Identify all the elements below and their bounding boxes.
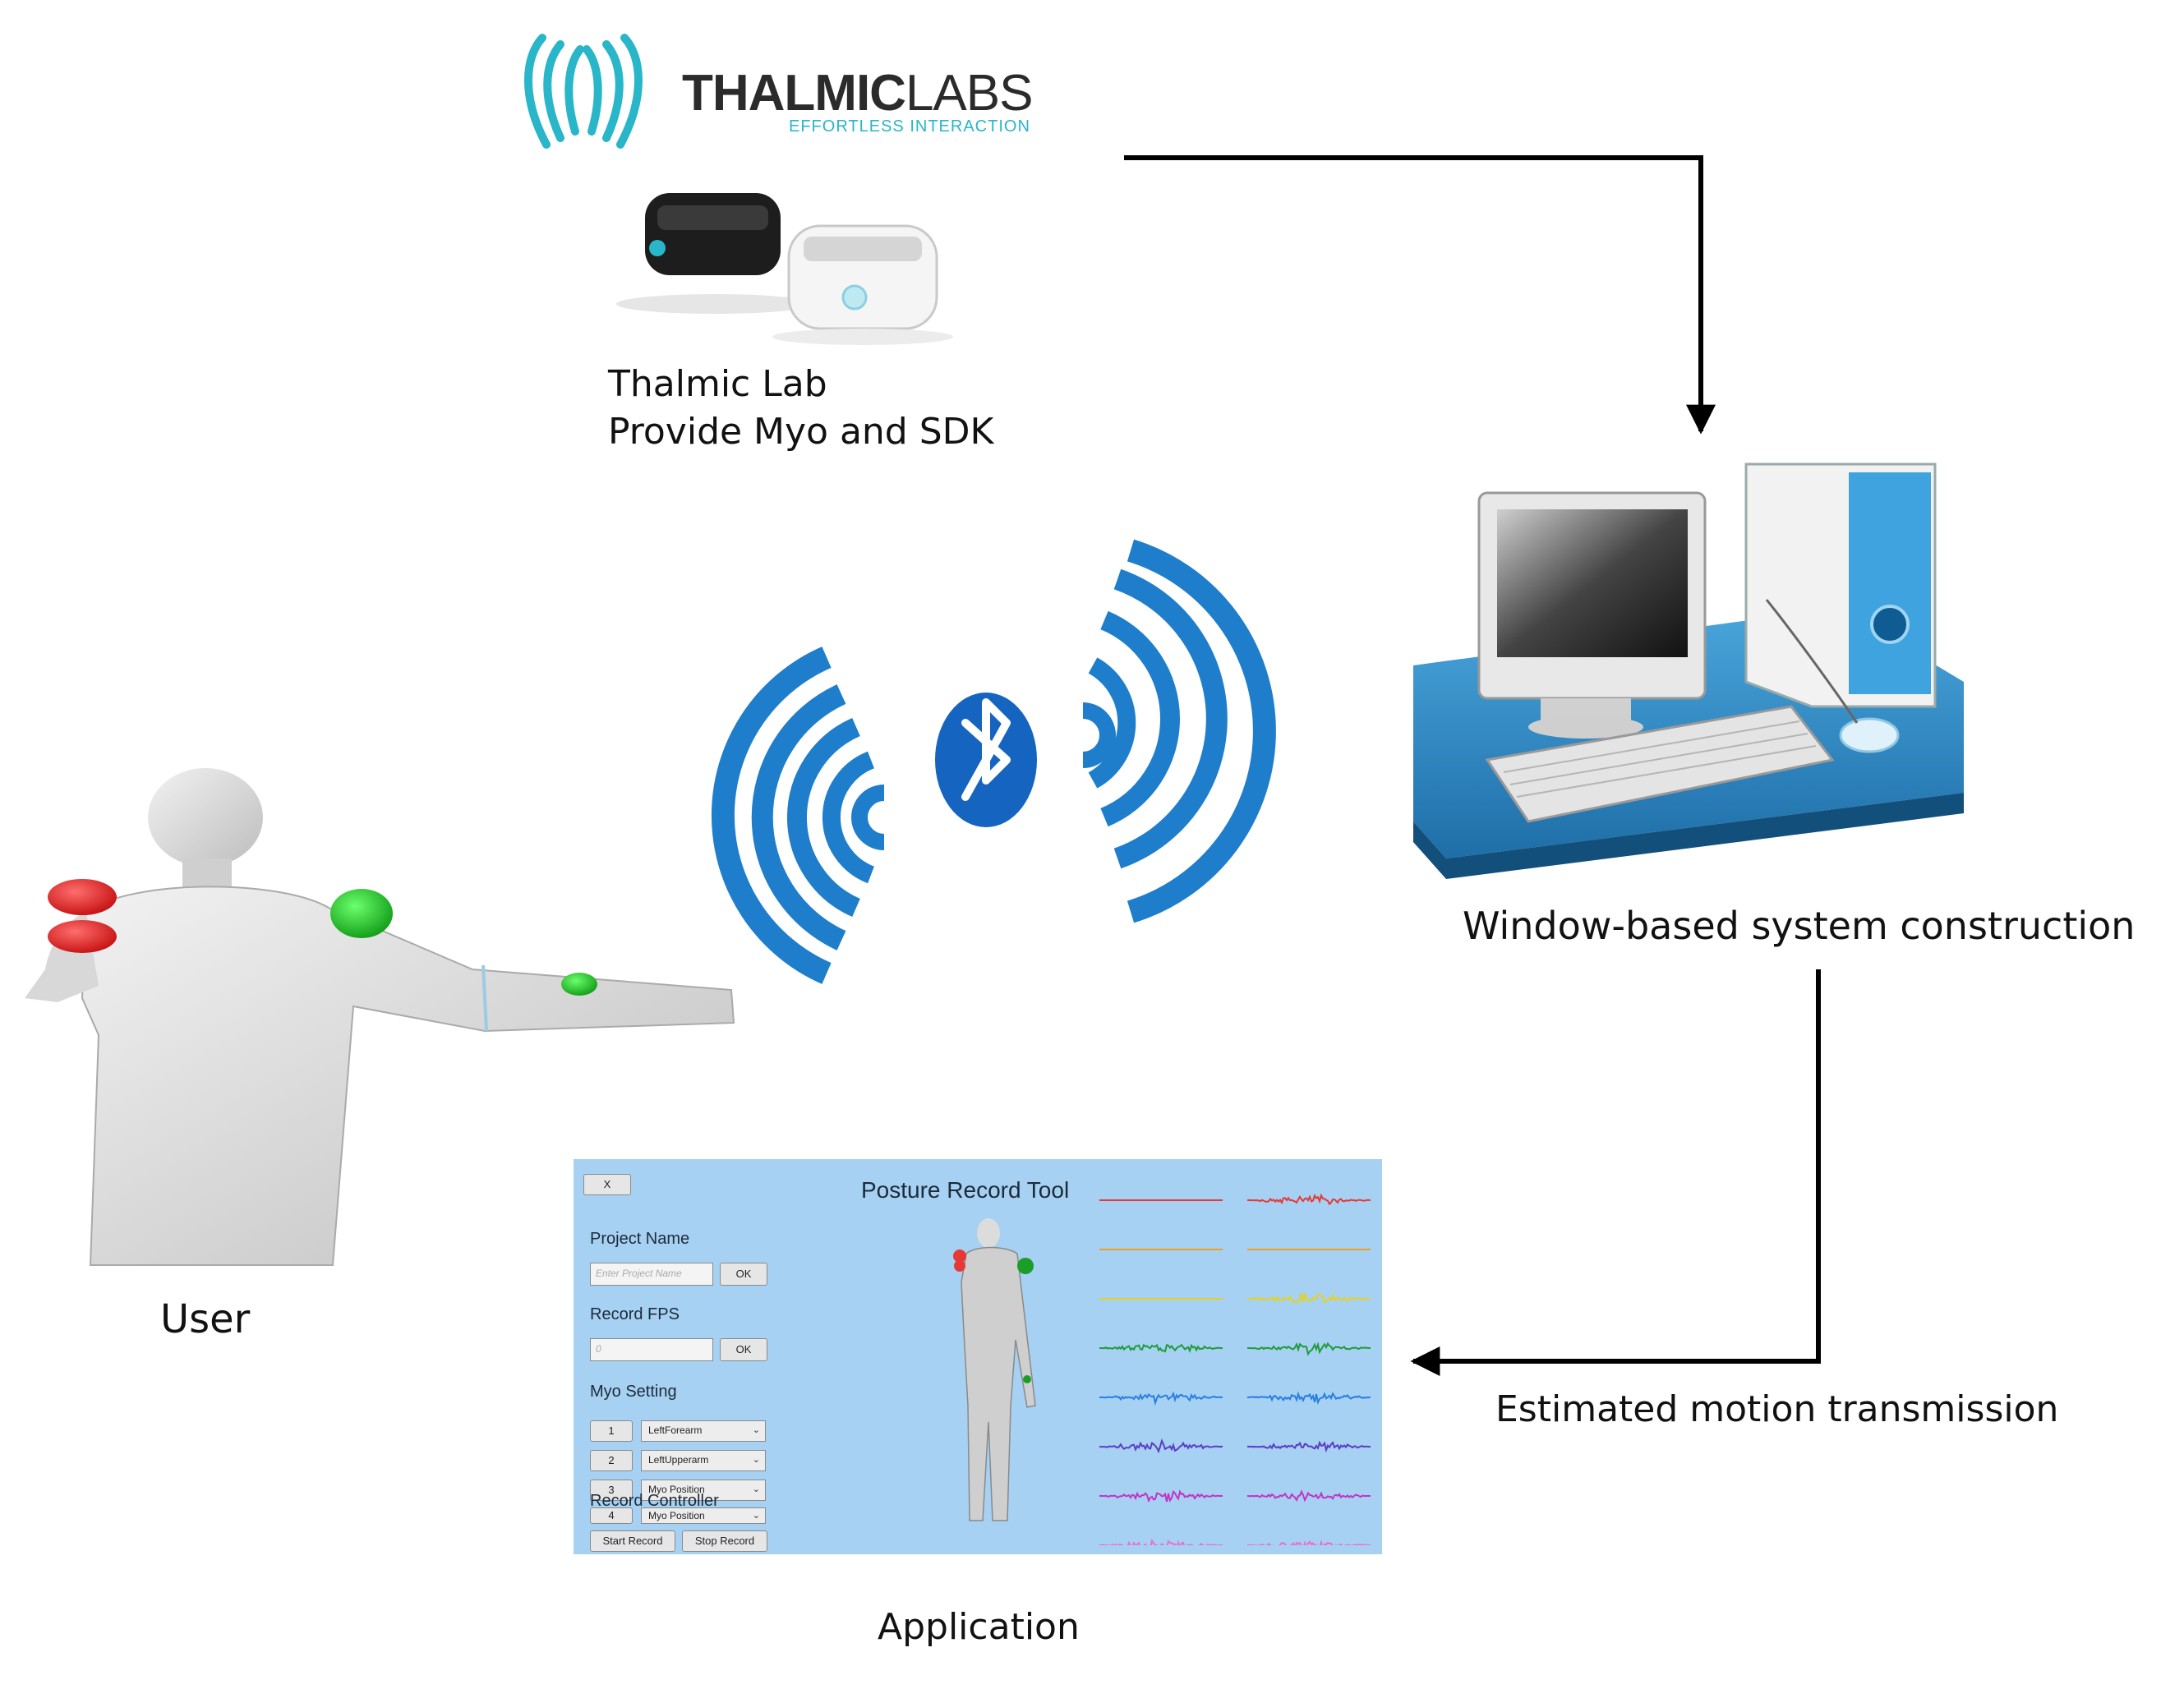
emg-wave-line — [1099, 1391, 1223, 1406]
emg-wave-canvas — [1099, 1193, 1371, 1553]
project-name-label: Project Name — [590, 1230, 690, 1248]
myo-armband-image — [616, 193, 953, 345]
computer-image — [1413, 463, 1964, 879]
emg-wave-panel — [1099, 1176, 1379, 1553]
chevron-down-icon: ⌄ — [752, 1484, 760, 1494]
myo-position-select-4[interactable]: Myo Position ⌄ — [641, 1507, 766, 1524]
bluetooth-icon — [935, 693, 1037, 827]
wireless-signal-icon — [712, 539, 1276, 984]
user-avatar-figure — [25, 768, 735, 1266]
emg-wave-line — [1246, 1489, 1371, 1503]
user-label: User — [160, 1296, 251, 1342]
myo-position-select-2-value: LeftUpperarm — [648, 1454, 709, 1466]
logo-tagline: EFFORTLESS INTERACTION — [789, 117, 1030, 136]
emg-wave-line — [1099, 1538, 1223, 1553]
logo-word-bold: THALMIC — [682, 65, 906, 122]
myo-index-button-3[interactable]: 3 — [590, 1480, 633, 1501]
logo-wordmark: THALMICLABS — [682, 64, 1033, 122]
myo-position-select-1[interactable]: LeftForearm ⌄ — [641, 1420, 766, 1442]
myo-index-button-2[interactable]: 2 — [590, 1450, 633, 1471]
pc-label: Window-based system construction — [1463, 904, 2136, 948]
emg-wave-line — [1099, 1343, 1223, 1354]
application-window: X Posture Record Tool Project Name Enter… — [574, 1159, 1382, 1554]
emg-wave-line — [1247, 1342, 1371, 1356]
posture-figure-preview — [953, 1218, 1036, 1521]
close-button[interactable]: X — [583, 1174, 631, 1195]
transmission-label: Estimated motion transmission — [1495, 1388, 2059, 1430]
chevron-down-icon: ⌄ — [752, 1425, 760, 1435]
project-name-ok-button[interactable]: OK — [720, 1263, 767, 1286]
arrow-pc-to-application — [1410, 969, 1821, 1376]
myo-index-button-4[interactable]: 4 — [590, 1507, 633, 1524]
stop-record-button[interactable]: Stop Record — [682, 1530, 767, 1552]
arrow-thalmic-to-pc — [1124, 155, 1716, 435]
emg-wave-line — [1246, 1440, 1371, 1453]
chevron-down-icon: ⌄ — [752, 1511, 760, 1521]
myo-position-select-3-value: Myo Position — [648, 1484, 705, 1495]
application-label: Application — [878, 1606, 1080, 1648]
myo-position-select-1-value: LeftForearm — [648, 1424, 703, 1436]
record-fps-label: Record FPS — [590, 1305, 680, 1323]
logo-word-light: LABS — [905, 65, 1034, 122]
thalmic-label-line2: Provide Myo and SDK — [608, 411, 994, 453]
record-controller-label: Record Controller — [590, 1492, 719, 1510]
myo-position-select-4-value: Myo Position — [648, 1510, 705, 1521]
project-name-input[interactable]: Enter Project Name — [590, 1263, 713, 1286]
myo-position-select-2[interactable]: LeftUpperarm ⌄ — [641, 1450, 766, 1471]
myo-index-button-1[interactable]: 1 — [590, 1420, 633, 1442]
emg-wave-line — [1246, 1391, 1371, 1406]
emg-wave-line — [1099, 1438, 1223, 1454]
chevron-down-icon: ⌄ — [752, 1455, 760, 1465]
emg-wave-line — [1099, 1489, 1223, 1503]
record-fps-input[interactable]: 0 — [590, 1338, 713, 1361]
emg-wave-line — [1246, 1291, 1371, 1304]
app-title: Posture Record Tool — [861, 1177, 1070, 1203]
myo-setting-label: Myo Setting — [590, 1383, 677, 1401]
emg-wave-line — [1247, 1539, 1371, 1551]
myo-position-select-3[interactable]: Myo Position ⌄ — [641, 1480, 766, 1501]
emg-wave-line — [1247, 1193, 1371, 1206]
start-record-button[interactable]: Start Record — [590, 1530, 675, 1552]
thalmic-logo-icon — [524, 34, 643, 149]
record-fps-ok-button[interactable]: OK — [720, 1338, 767, 1361]
thalmic-label-line1: Thalmic Lab — [608, 363, 827, 405]
